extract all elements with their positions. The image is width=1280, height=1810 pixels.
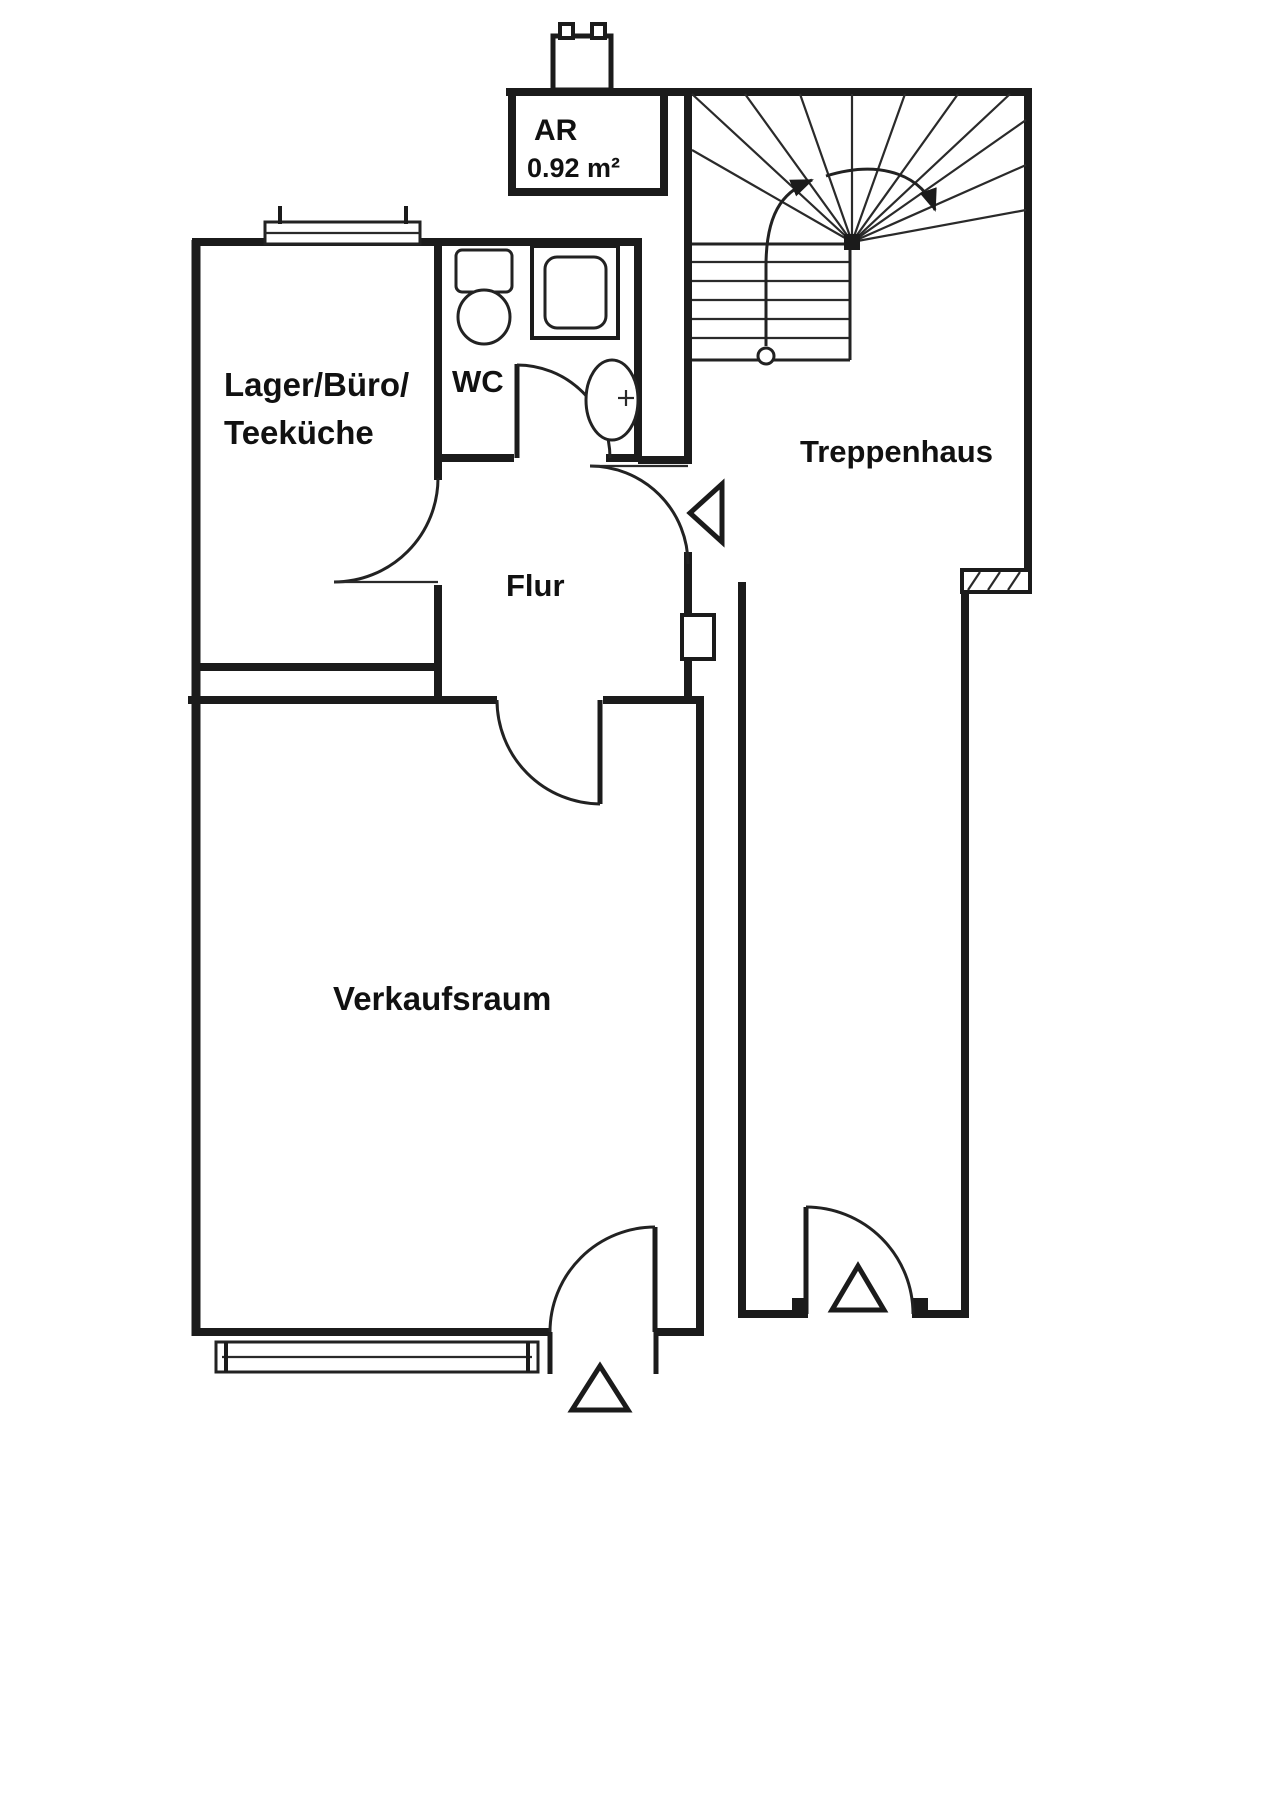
stair-winder-line	[851, 93, 1011, 243]
wc-fixtures	[454, 244, 640, 442]
stair-winder-line	[798, 93, 854, 243]
stairwell-stairs	[691, 93, 1027, 366]
sink-basin	[584, 358, 640, 442]
room-label-lager-line2: Teeküche	[224, 414, 374, 451]
stair-winder-line	[691, 149, 853, 243]
jog-hatch-3	[1007, 571, 1021, 591]
toilet-tank	[454, 248, 514, 294]
stair-newel-post	[844, 234, 860, 250]
labels: AR 0.92 m² Treppenhaus Lager/Büro/ Teekü…	[224, 114, 993, 1017]
stair-winder-line	[851, 119, 1027, 243]
wall-niche	[680, 613, 716, 661]
stair-winder-line	[744, 93, 853, 243]
jog-hatch-2	[987, 571, 1001, 591]
chimney-post-right	[590, 22, 607, 40]
jog-hatch-1	[967, 571, 981, 591]
stair-winder-line	[691, 93, 853, 243]
stair-winder-line	[851, 208, 1027, 244]
shop-door-arc	[548, 1225, 656, 1333]
stair-window-jog	[960, 568, 1032, 594]
room-label-verkaufsraum: Verkaufsraum	[333, 980, 551, 1017]
stair-walkline-start	[756, 346, 776, 366]
doors	[333, 363, 928, 1413]
room-label-ar: AR	[534, 114, 578, 147]
lager-door-arc	[333, 477, 440, 584]
stair-direction-arrow-turn	[825, 167, 937, 212]
stair-winder-line	[851, 163, 1027, 244]
corridor-door-triangle	[827, 1261, 889, 1313]
chimney-block	[550, 33, 614, 93]
verkaufsraum-door-arc	[495, 699, 601, 806]
room-label-wc: WC	[452, 364, 504, 399]
entrance-door-arc	[589, 464, 690, 565]
corridor-door-jamb-right	[912, 1298, 928, 1318]
room-area-ar: 0.92 m²	[527, 153, 620, 183]
shower-inner	[543, 255, 608, 330]
chimney-post-left	[558, 22, 575, 40]
corridor-door-arc	[805, 1205, 915, 1315]
room-label-treppenhaus: Treppenhaus	[800, 434, 993, 469]
stair-winder-line	[850, 93, 907, 243]
stair-winder-line	[851, 93, 959, 243]
room-label-lager-line1: Lager/Büro/	[224, 366, 409, 403]
toilet-bowl	[456, 288, 512, 346]
windows	[214, 206, 1032, 1374]
entrance-door-triangle	[686, 478, 725, 548]
stair-direction-arrow-up	[764, 178, 814, 346]
shop-door-triangle	[567, 1361, 633, 1413]
room-label-flur: Flur	[506, 568, 565, 603]
